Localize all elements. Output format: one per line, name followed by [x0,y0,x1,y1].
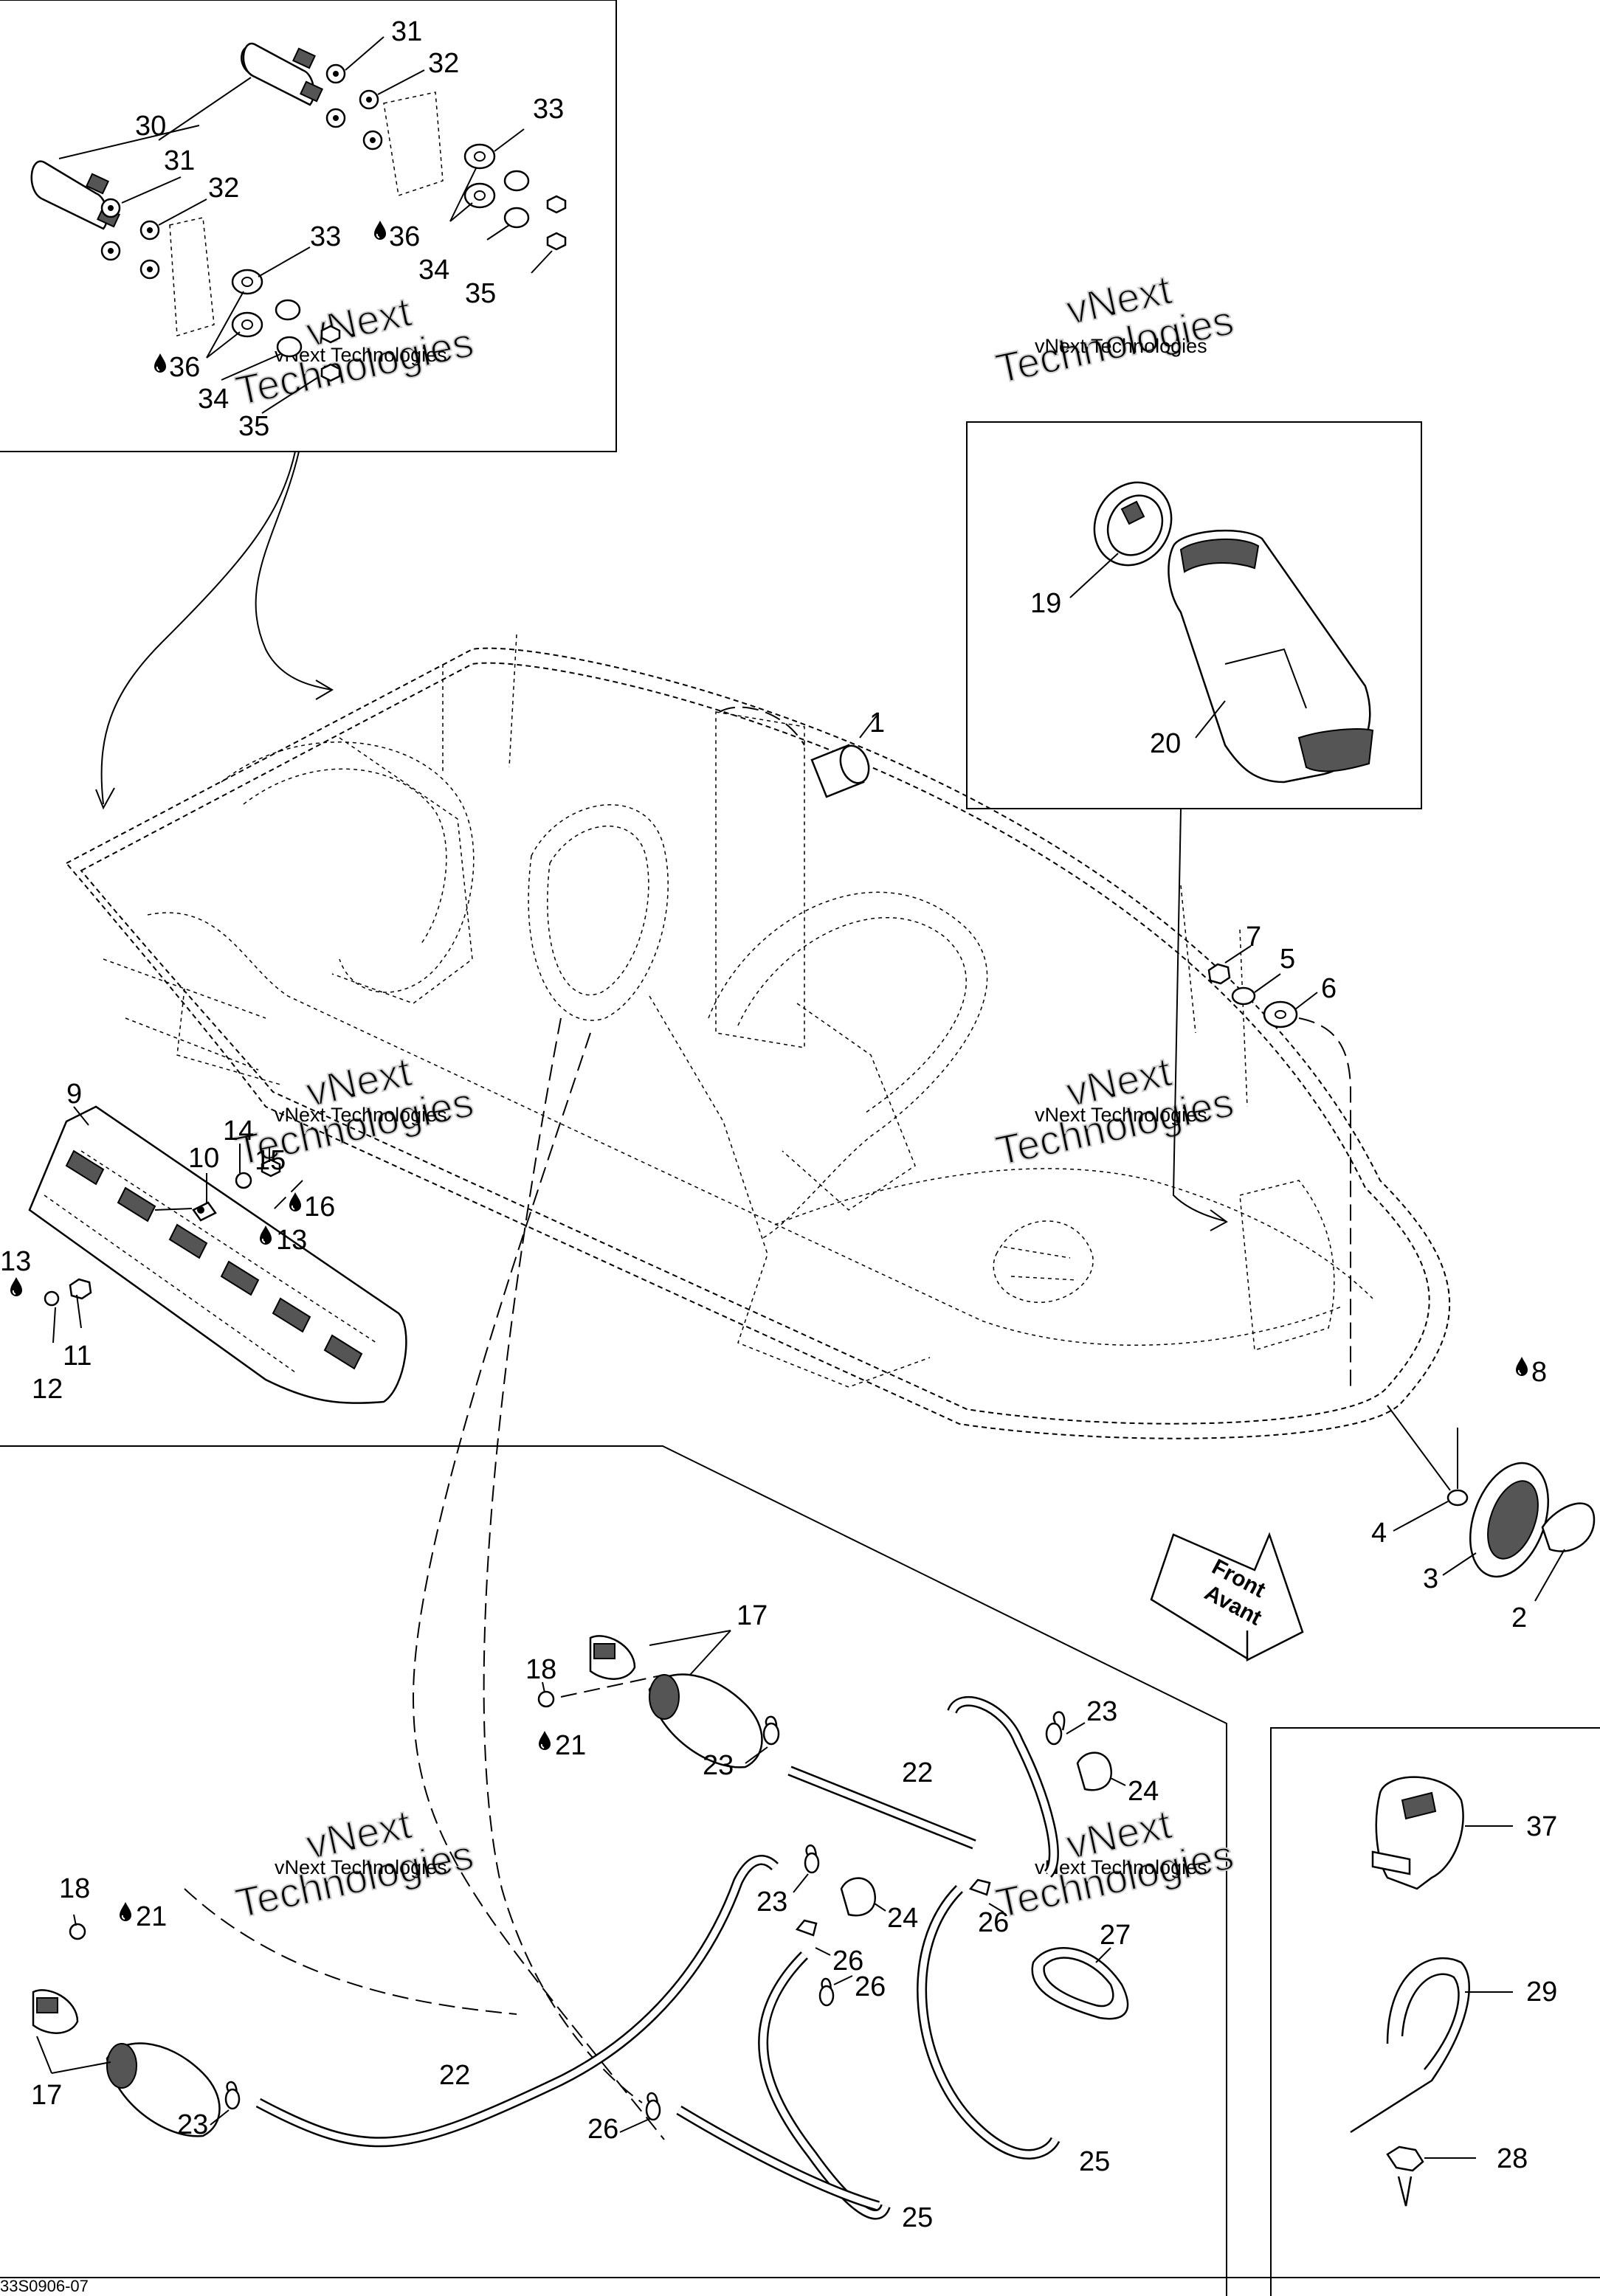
callout-23: 23 [1086,1696,1117,1727]
callout-8: 8 [1531,1357,1547,1388]
callout-24: 24 [1128,1776,1159,1807]
callout-21: 21 [136,1901,167,1932]
callout-19: 19 [1030,588,1061,619]
callout-17: 17 [31,2080,62,2111]
watermark: vNext Technologies [991,265,1238,393]
callout-24: 24 [887,1903,918,1934]
callout-34: 34 [418,255,449,286]
push-rivet [1386,2145,1424,2172]
drop-icon [538,1730,551,1751]
watermark-text: vNext Technologies [1035,1104,1207,1126]
watermark-text: vNext Technologies [275,1856,447,1878]
callout-14: 14 [223,1116,254,1147]
drop-icon [119,1901,132,1922]
hardware-inset-frame [1270,1727,1600,2296]
rack-bar-tube [30,160,108,230]
parts-2-3-4 [1387,1405,1596,1602]
callout-4: 4 [1371,1518,1387,1549]
sheet-code: 33S0906-07 [0,2277,89,2295]
callout-35: 35 [465,278,496,309]
callout-33: 33 [310,221,341,252]
drop-icon [10,1276,23,1297]
front-arrow-icon: Front Avant [1150,1532,1304,1662]
callout-22: 22 [902,1757,933,1788]
callout-23: 23 [177,2109,208,2140]
callout-32: 32 [428,48,459,79]
watermark-text: vNext Technologies [275,1104,447,1126]
callout-18: 18 [525,1654,556,1685]
drop-icon [373,220,387,241]
bilge-hoses [32,1017,1129,2220]
drop-icon [154,353,167,373]
callout-26: 26 [587,2114,618,2145]
callout-2: 2 [1511,1602,1527,1633]
parts-5-6-7 [1207,945,1351,1387]
callout-32: 32 [208,173,239,204]
watermark: vNext Technologies [991,1047,1238,1175]
callout-31: 31 [391,16,422,47]
callout-31: 31 [164,145,195,176]
callout-36: 36 [389,221,420,252]
callout-23: 23 [703,1750,734,1781]
callout-3: 3 [1423,1563,1438,1594]
callout-15: 15 [255,1145,286,1176]
callout-26: 26 [855,1971,886,2002]
callout-25: 25 [1079,2146,1110,2177]
callout-26: 26 [978,1907,1009,1938]
watermarks: vNext Technologies vNext Technologies vN… [231,265,1238,1927]
storage-tube [1168,529,1371,784]
callout-1: 1 [869,708,885,739]
watermark-text: vNext Technologies [275,344,447,366]
callout-21: 21 [555,1730,586,1761]
inset-arrows [95,451,1228,1231]
drop-icon [289,1192,302,1212]
callout-18: 18 [59,1873,90,1904]
callout-22: 22 [439,2060,470,2091]
storage-inset [1069,481,1374,784]
part-1-sleeve [719,706,877,798]
hardware-inset [1350,1776,1513,2207]
callout-28: 28 [1497,2143,1528,2174]
callout-9: 9 [66,1079,82,1110]
callout-10: 10 [188,1143,219,1174]
hull-outline [65,634,1451,1439]
callout-36: 36 [169,352,200,383]
callout-23: 23 [756,1887,787,1918]
drain-inset-frame [0,1445,1227,2296]
callout-26: 26 [832,1946,863,1977]
watermark-text: vNext Technologies [1035,1856,1207,1878]
callout-7: 7 [1246,921,1261,952]
callout-33: 33 [533,94,564,125]
callout-6: 6 [1321,973,1337,1004]
storage-inset-frame [966,421,1422,809]
callout-34: 34 [198,384,229,415]
callout-16: 16 [304,1192,335,1223]
callout-35: 35 [238,411,269,442]
callout-13: 13 [0,1246,31,1277]
clamp-part [1375,1776,1464,1890]
callouts: 31 32 33 36 34 35 30 31 32 33 36 34 35 1… [0,16,1557,2295]
rack-bar-tube [242,42,315,106]
drop-icon [1515,1356,1528,1377]
callout-13: 13 [276,1225,307,1256]
part-9-sponson [28,1105,407,1404]
callout-11: 11 [63,1341,92,1372]
callout-20: 20 [1150,728,1181,759]
callout-30: 30 [135,111,166,142]
callout-5: 5 [1280,944,1295,975]
rack-inset [30,36,567,414]
callout-12: 12 [32,1374,63,1405]
rack-inset-frame [0,0,617,452]
callout-27: 27 [1100,1920,1131,1951]
callout-37: 37 [1526,1811,1557,1842]
watermark-text: vNext Technologies [1035,335,1207,357]
callout-17: 17 [737,1600,768,1631]
callout-25: 25 [902,2202,933,2233]
callout-29: 29 [1526,1977,1557,2008]
